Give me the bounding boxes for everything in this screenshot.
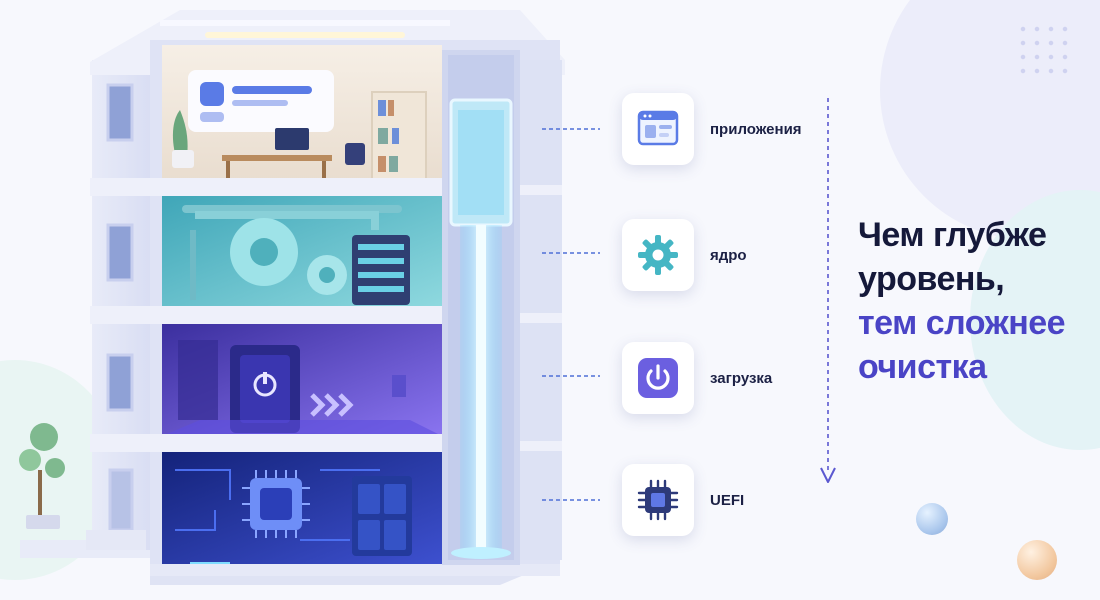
headline-accent-line: очистка	[858, 348, 987, 386]
level-label: ядро	[710, 246, 747, 264]
decorative-sphere-peach	[1017, 540, 1057, 580]
dot-pattern	[1016, 22, 1076, 82]
headline-line: уровень,	[858, 260, 1005, 298]
level-label: UEFI	[710, 491, 745, 509]
gear-icon	[622, 219, 694, 291]
headline-line: Чем глубже	[858, 216, 1047, 254]
level-row-uefi: UEFI	[622, 464, 744, 536]
headline-accent-line: тем сложнее	[858, 304, 1066, 342]
level-connectors	[542, 128, 600, 501]
level-label: загрузка	[710, 369, 773, 387]
depth-arrow	[820, 98, 836, 483]
app-window-icon	[622, 93, 694, 165]
chip-icon	[622, 464, 694, 536]
headline: Чем глубже уровень, тем сложнее очистка	[858, 213, 1093, 389]
level-label: приложения	[710, 120, 802, 138]
level-row-boot: загрузка	[622, 342, 772, 414]
decorative-sphere-blue	[916, 503, 948, 535]
tree-decoration	[19, 423, 65, 529]
power-icon	[622, 342, 694, 414]
level-row-kernel: ядро	[622, 219, 747, 291]
building-illustration	[19, 32, 600, 585]
level-row-apps: приложения	[622, 93, 802, 165]
